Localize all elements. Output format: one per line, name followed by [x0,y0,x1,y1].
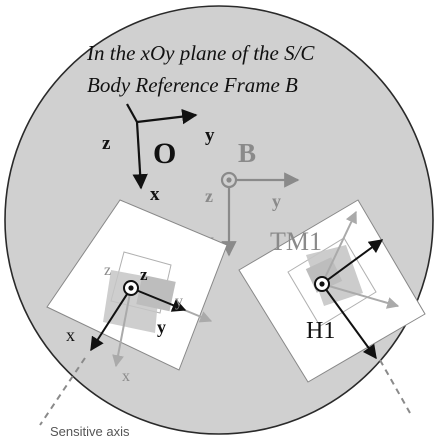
right-h-label: H1 [306,318,335,344]
right-dark-axis-2 [321,283,377,360]
frame-o-z-axis [126,103,138,123]
frame-o-z-label: z [102,133,111,154]
right-sensor-origin-dot [319,281,325,287]
left-sensor-panel: z z y y x x [46,199,228,385]
left-sensitive-axis-line [39,357,86,426]
left-dark-z-label: z [140,265,148,284]
right-sensitive-axis-line [379,359,411,414]
frame-b-axes: B y x z [205,138,300,257]
left-gray-x-label: x [122,368,130,385]
right-gray-axis-1 [321,210,357,285]
left-dark-x-label: x [66,325,75,345]
frame-o-axes: O y x z [102,103,215,205]
left-gray-z-label: z [104,262,111,279]
right-sensor-inner-frame [287,237,377,327]
left-sensor-origin-dot [128,285,134,291]
frame-o-y-label: y [205,125,215,146]
left-gray-y-label: y [175,293,183,310]
frame-o-origin-label: O [153,137,176,170]
left-dark-x-axis [90,287,132,352]
right-sensor-panel: TM1 H1 [238,199,426,383]
left-gray-x-axis [112,287,132,368]
left-dark-y-label: y [157,317,166,337]
right-tm-label: TM1 [270,227,322,256]
right-dark-axis-1 [321,239,384,285]
frame-b-z-label: z [205,186,213,206]
frame-o-x-label: x [150,184,160,205]
left-dark-y-axis [130,287,187,312]
frame-o-x-axis [132,121,148,190]
frame-b-origin-label: B [238,138,256,168]
frame-o-y-axis [136,108,198,125]
plane-description-line2: Body Reference Frame B [87,73,298,97]
frame-b-y-label: y [272,191,281,211]
frame-b-origin-dot [226,177,232,183]
right-gray-axis-2 [321,283,400,309]
plane-description-line1: In the xOy plane of the S/C [86,41,315,65]
sensitive-axis-label: Sensitive axis [50,424,130,438]
